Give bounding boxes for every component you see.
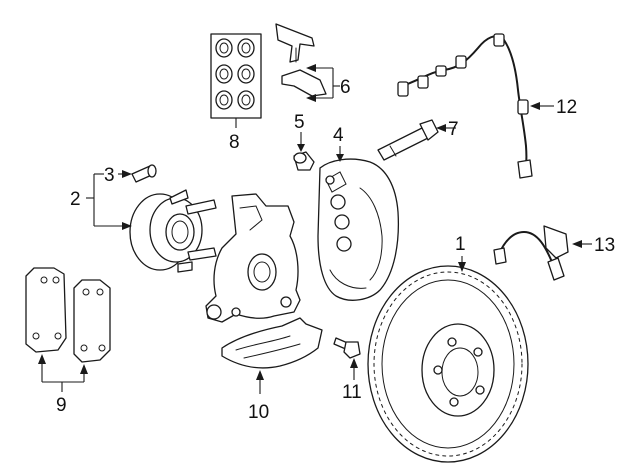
callout-4: 4 (333, 125, 344, 146)
part-9-brake-pads[interactable] (25, 267, 111, 392)
part-12-sensor-wire[interactable] (397, 33, 554, 179)
callout-1: 1 (455, 234, 466, 255)
callout-9: 9 (56, 395, 67, 416)
part-7-guide-bolt[interactable] (377, 119, 456, 161)
callout-13: 13 (594, 235, 615, 256)
part-5-bleeder[interactable] (293, 132, 315, 171)
callout-2: 2 (70, 189, 81, 210)
callout-5: 5 (294, 112, 305, 133)
callout-6: 6 (340, 77, 351, 98)
part-13-brake-hose[interactable] (493, 225, 592, 281)
steering-knuckle (205, 193, 301, 323)
callout-labels: 1 2 3 4 5 6 7 8 9 10 11 12 13 (56, 77, 615, 423)
part-4-caliper[interactable] (317, 146, 400, 301)
part-6-pad-clips[interactable] (275, 23, 340, 102)
callout-8: 8 (229, 132, 240, 153)
part-2-hub-bearing[interactable] (86, 173, 217, 273)
part-11-bolt[interactable] (333, 337, 361, 380)
seal-rings (215, 38, 255, 110)
part-8-seal-kit[interactable] (210, 33, 262, 128)
callout-12: 12 (556, 97, 577, 118)
callout-10: 10 (248, 402, 269, 423)
part-1-rotor[interactable] (367, 256, 529, 463)
part-10-dust-shield[interactable] (221, 317, 323, 394)
callout-11: 11 (342, 382, 362, 403)
callout-3: 3 (104, 165, 115, 186)
callout-7: 7 (448, 119, 459, 140)
part-3-wheel-stud[interactable] (118, 164, 157, 183)
